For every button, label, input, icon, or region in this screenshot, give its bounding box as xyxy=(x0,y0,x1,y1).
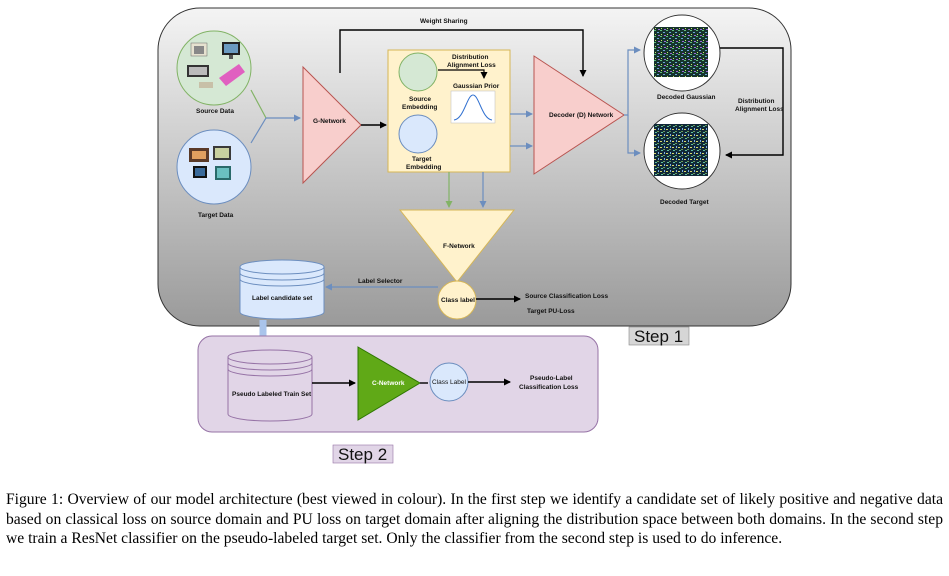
gaussian-curve xyxy=(453,94,493,121)
g-network-label: G-Network xyxy=(313,118,346,125)
distribution-alignment-loss-label-2: Alignment Loss xyxy=(447,62,496,69)
distribution-alignment-loss-label-1: Distribution xyxy=(452,54,488,61)
label-candidate-set-label: Label candidate set xyxy=(252,295,313,302)
c-network-label: C-Network xyxy=(372,380,405,387)
g-network xyxy=(302,65,362,185)
pseudo-label-loss-label-1: Pseudo-Label xyxy=(530,375,573,382)
target-embedding-circle xyxy=(398,114,438,154)
label-candidate-set-cylinder xyxy=(239,259,325,320)
figure-caption: Figure 1: Overview of our model architec… xyxy=(6,491,943,547)
source-embedding-label-1: Source xyxy=(409,96,431,103)
decoder-network-label: Decoder (D) Network xyxy=(549,112,614,119)
step1-label: Step 1 xyxy=(634,327,683,346)
step1-tag xyxy=(628,326,690,346)
gaussian-prior-label: Gaussian Prior xyxy=(453,83,500,90)
pseudo-label-loss-label-2: Classification Loss xyxy=(519,384,579,391)
office-images-icon xyxy=(189,146,231,180)
decoder-output-branch xyxy=(624,46,641,116)
computer-images-icon xyxy=(187,42,245,88)
target-to-g-connector xyxy=(250,117,267,144)
f-network xyxy=(398,209,516,283)
target-embedding-label-1: Target xyxy=(412,156,432,163)
decoded-target-label: Decoded Target xyxy=(660,199,709,206)
source-to-g-connector xyxy=(250,89,267,119)
target-data-label: Target Data xyxy=(198,212,234,219)
step2-label: Step 2 xyxy=(338,445,387,464)
target-embedding-label-2: Embedding xyxy=(406,164,441,171)
decoder-network xyxy=(533,55,625,175)
right-alignment-label-2: Alignment Loss xyxy=(735,106,784,113)
target-data-circle xyxy=(176,129,252,205)
decoded-gaussian-image xyxy=(654,27,708,77)
class-label-circle xyxy=(437,280,477,320)
f-network-label: F-Network xyxy=(443,243,475,250)
source-embedding-circle xyxy=(398,52,438,92)
decoded-target-image xyxy=(654,124,708,176)
source-embedding-label-2: Embedding xyxy=(402,104,437,111)
step2-tag xyxy=(332,444,394,464)
label-selector-label: Label Selector xyxy=(358,278,403,285)
source-data-label: Source Data xyxy=(196,108,234,115)
target-pu-loss-label: Target PU-Loss xyxy=(527,308,575,315)
right-alignment-arrow xyxy=(720,47,784,159)
weight-sharing-label: Weight Sharing xyxy=(420,18,468,25)
class-label-2-text: Class Label xyxy=(432,379,467,386)
alignment-loss-arrow xyxy=(438,69,488,79)
decoder-output-branch-2 xyxy=(627,115,641,157)
pseudo-labeled-train-set-cylinder xyxy=(227,349,313,422)
right-alignment-label-1: Distribution xyxy=(738,98,774,105)
weight-sharing-arrow xyxy=(339,29,587,77)
c-network xyxy=(357,346,421,421)
source-classification-loss-label: Source Classification Loss xyxy=(525,293,608,300)
decoded-gaussian-label: Decoded Gaussian xyxy=(657,94,716,101)
pseudo-labeled-train-set-label: Pseudo Labeled Train Set xyxy=(232,391,312,398)
class-label-text: Class label xyxy=(441,297,475,304)
architecture-diagram: Weight Sharing Source Data Target Data G… xyxy=(157,7,792,464)
